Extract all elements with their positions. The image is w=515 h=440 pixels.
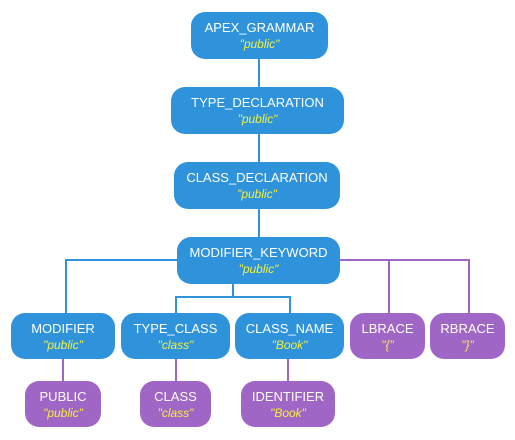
node-value: "public" [238,262,279,276]
node-label: CLASS_DECLARATION [186,170,328,185]
node-value: "public" [43,337,83,352]
node-label: IDENTIFIER [251,388,325,404]
node-label: LBRACE [361,320,414,336]
node-label: MODIFIER [31,320,95,336]
node-rbrace: RBRACE "}" [430,313,505,359]
node-label: MODIFIER_KEYWORD [189,245,328,260]
node-class-declaration: CLASS_DECLARATION "public" [174,162,340,209]
node-value: "Book" [271,337,308,352]
node-label: CLASS [154,388,197,404]
node-label: CLASS_NAME [245,320,334,336]
node-label: APEX_GRAMMAR [204,20,315,35]
edge-modifier-keyword-to-lbrace [340,259,470,313]
edge-modifier-keyword-to-modifier [65,259,179,313]
node-value: "public" [237,187,277,201]
node-value: "public" [43,405,83,420]
node-value: "public" [237,112,278,126]
node-apex-grammar: APEX_GRAMMAR "public" [191,12,328,59]
node-type-declaration: TYPE_DECLARATION "public" [171,87,344,134]
node-type-class: TYPE_CLASS "class" [121,313,230,359]
edge-modifier-keyword-to-class-name [233,296,291,313]
node-value: "{" [381,337,394,352]
node-value: "class" [157,337,194,352]
node-modifier-keyword: MODIFIER_KEYWORD "public" [177,237,340,284]
node-value: "Book" [270,405,306,420]
node-label: RBRACE [440,320,495,336]
node-value: "class" [157,405,194,420]
node-modifier: MODIFIER "public" [11,313,115,359]
node-label: PUBLIC [39,388,87,404]
node-lbrace: LBRACE "{" [350,313,425,359]
node-class-name: CLASS_NAME "Book" [235,313,344,359]
node-label: TYPE_CLASS [133,320,218,336]
node-public: PUBLIC "public" [25,381,101,427]
node-identifier: IDENTIFIER "Book" [241,381,335,427]
node-value: "public" [239,37,280,51]
node-value: "}" [461,337,474,352]
edge-modifier-keyword-to-type-class [175,284,234,313]
node-label: TYPE_DECLARATION [191,95,324,110]
node-class: CLASS "class" [140,381,211,427]
